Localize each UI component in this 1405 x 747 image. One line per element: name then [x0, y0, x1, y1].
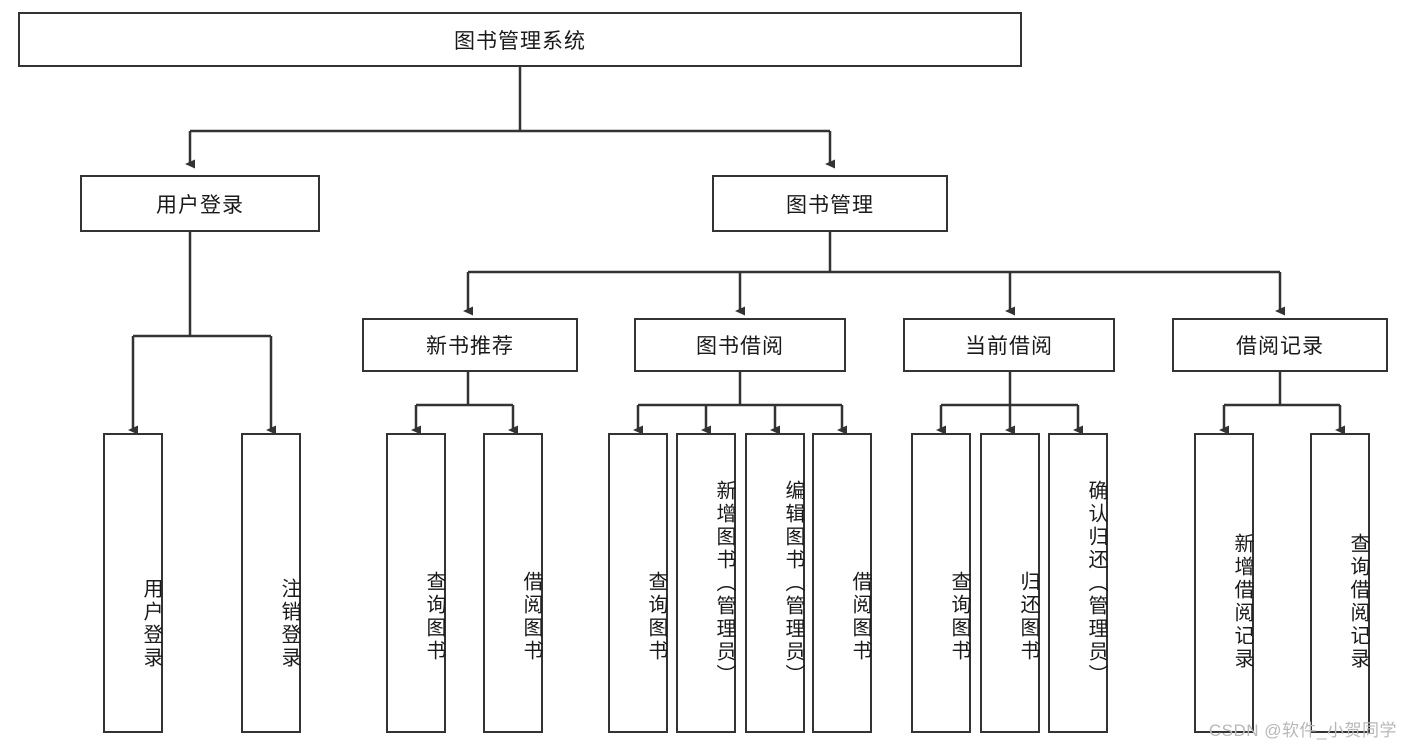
node-label: 确认归还（管理员）	[1085, 479, 1107, 687]
leaf-query-borrow-record[interactable]: 查询借阅记录	[1310, 433, 1370, 733]
node-root-system[interactable]: 图书管理系统	[18, 12, 1022, 67]
node-label: 当前借阅	[965, 335, 1053, 358]
node-new-book-recommend[interactable]: 新书推荐	[362, 318, 578, 372]
node-label: 图书管理系统	[454, 29, 586, 53]
node-label: 图书借阅	[696, 335, 784, 358]
node-user-login[interactable]: 用户登录	[80, 175, 320, 232]
csdn-watermark: CSDN @软件_小贺同学	[1208, 721, 1397, 740]
node-label: 借阅记录	[1236, 335, 1324, 358]
leaf-add-borrow-record[interactable]: 新增借阅记录	[1194, 433, 1254, 733]
node-label: 用户登录	[156, 193, 244, 217]
node-label: 借阅图书	[520, 571, 542, 663]
node-label: 图书管理	[786, 193, 874, 217]
node-book-borrow[interactable]: 图书借阅	[634, 318, 846, 372]
node-label: 新增图书（管理员）	[713, 479, 735, 687]
leaf-return-book[interactable]: 归还图书	[980, 433, 1040, 733]
node-label: 新增借阅记录	[1231, 533, 1253, 671]
node-label: 查询图书	[423, 571, 445, 663]
node-borrow-record[interactable]: 借阅记录	[1172, 318, 1388, 372]
leaf-borrow-book-borrow[interactable]: 借阅图书	[812, 433, 872, 733]
node-label: 归还图书	[1017, 571, 1039, 663]
leaf-confirm-return-admin[interactable]: 确认归还（管理员）	[1048, 433, 1108, 733]
node-label: 用户登录	[140, 577, 162, 670]
node-book-manage[interactable]: 图书管理	[712, 175, 948, 232]
leaf-user-login[interactable]: 用户登录	[103, 433, 163, 733]
node-label: 新书推荐	[426, 335, 514, 358]
leaf-query-book-recommend[interactable]: 查询图书	[386, 433, 446, 733]
leaf-logout-login[interactable]: 注销登录	[241, 433, 301, 733]
node-current-borrow[interactable]: 当前借阅	[903, 318, 1115, 372]
leaf-add-book-admin[interactable]: 新增图书（管理员）	[676, 433, 736, 733]
node-label: 借阅图书	[849, 571, 871, 663]
node-label: 查询图书	[948, 571, 970, 663]
leaf-query-book-current[interactable]: 查询图书	[911, 433, 971, 733]
node-label: 注销登录	[278, 577, 300, 670]
leaf-query-book-borrow[interactable]: 查询图书	[608, 433, 668, 733]
node-label: 查询图书	[645, 571, 667, 663]
leaf-borrow-book-recommend[interactable]: 借阅图书	[483, 433, 543, 733]
node-label: 编辑图书（管理员）	[782, 479, 804, 687]
node-label: 查询借阅记录	[1347, 533, 1369, 671]
leaf-edit-book-admin[interactable]: 编辑图书（管理员）	[745, 433, 805, 733]
